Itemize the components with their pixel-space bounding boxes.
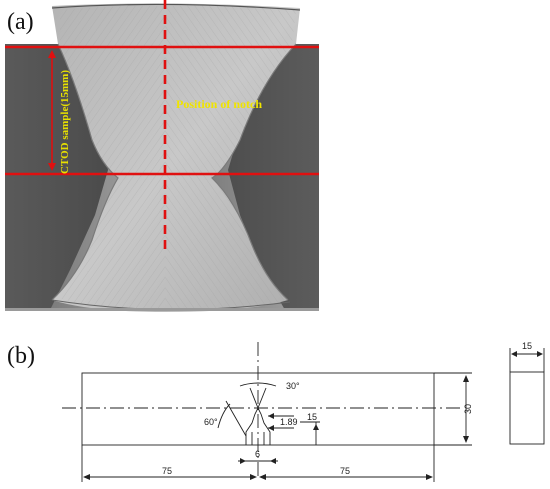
dim-75-left-label: 75	[162, 466, 172, 476]
sample-label: CTOD sample(15mm)	[59, 70, 71, 174]
angle-60-label: 60°	[204, 417, 218, 427]
weld-macrograph	[5, 0, 319, 322]
panel-b-label: (b)	[7, 343, 35, 369]
dim-30-label: 30	[463, 404, 473, 414]
dim-15-side-label: 15	[522, 341, 532, 351]
arrow-head-down	[48, 163, 56, 171]
panel-a-label: (a)	[7, 9, 34, 35]
angle-30-label: 30°	[286, 381, 300, 391]
arrow-head-up	[48, 50, 56, 58]
specimen-drawing	[62, 342, 545, 482]
dim-15-notch-label: 15	[307, 412, 317, 422]
specimen-side-view	[509, 371, 545, 445]
dim-75-right-label: 75	[340, 466, 350, 476]
dim-6-label: 6	[255, 449, 260, 459]
dim-189-label: 1.89	[280, 417, 298, 427]
notch-label: Position of notch	[176, 97, 262, 111]
